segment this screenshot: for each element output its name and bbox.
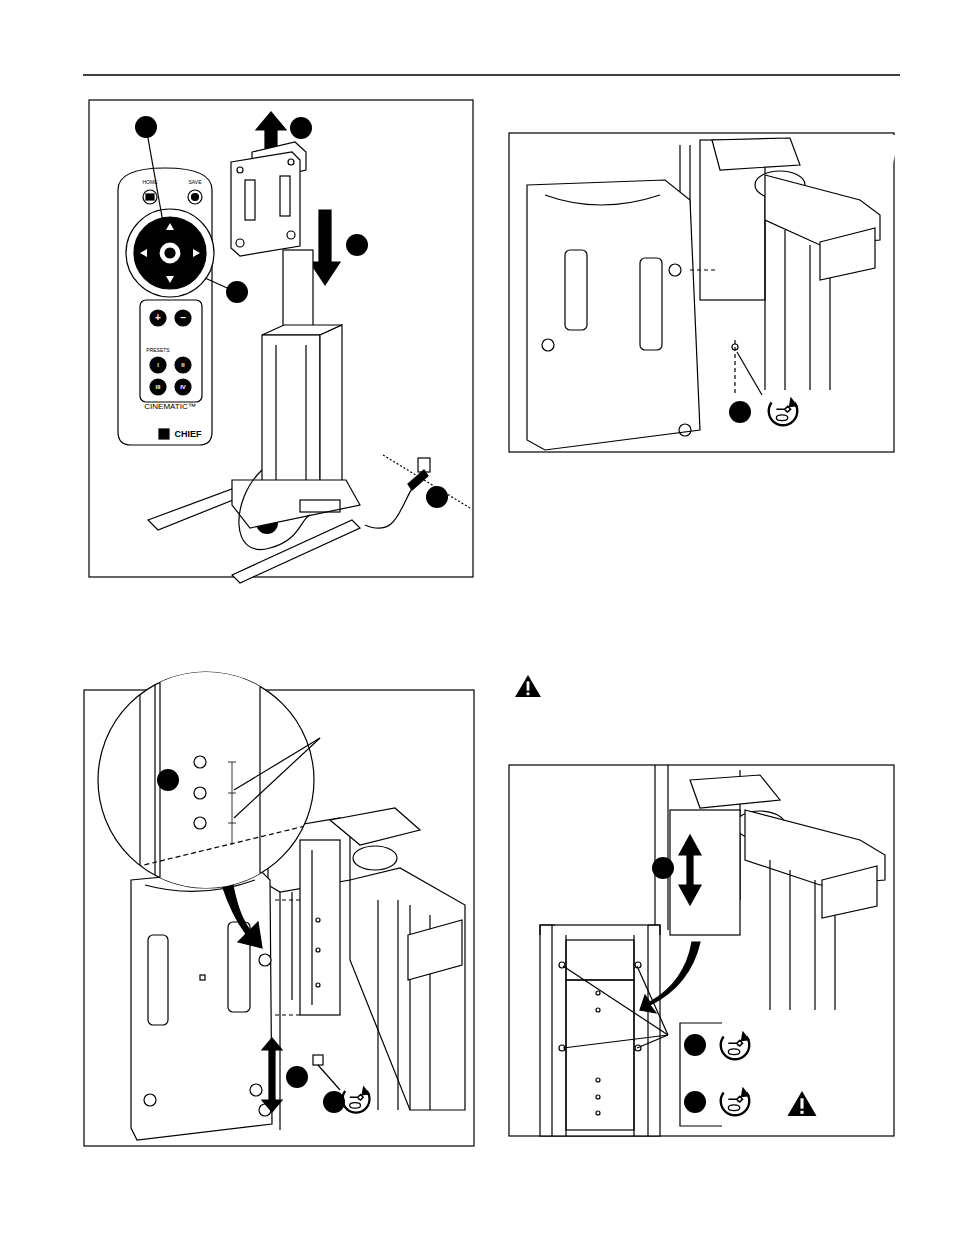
remote-label: CINEMATIC™ xyxy=(144,403,195,411)
remote-label: IV xyxy=(180,384,186,390)
remote-label: II xyxy=(181,362,184,368)
remote-label: + xyxy=(155,313,161,323)
remote-label: – xyxy=(180,313,186,323)
panel-plate-hung xyxy=(509,133,900,452)
header-rule xyxy=(83,74,900,76)
remote-label: HOME xyxy=(143,180,158,185)
remote-label: III xyxy=(155,384,160,390)
remote-label: CHIEF xyxy=(175,430,202,439)
warning-symbol xyxy=(515,675,541,697)
remote-label: SAVE xyxy=(189,180,202,185)
remote-label: PRESETS xyxy=(146,348,169,353)
panel-height-adjust xyxy=(509,765,894,1136)
panel-plate-install xyxy=(84,660,474,1146)
panel-remote-stand xyxy=(89,100,473,583)
remote-label: I xyxy=(157,362,159,368)
warning-symbol xyxy=(787,1091,816,1116)
